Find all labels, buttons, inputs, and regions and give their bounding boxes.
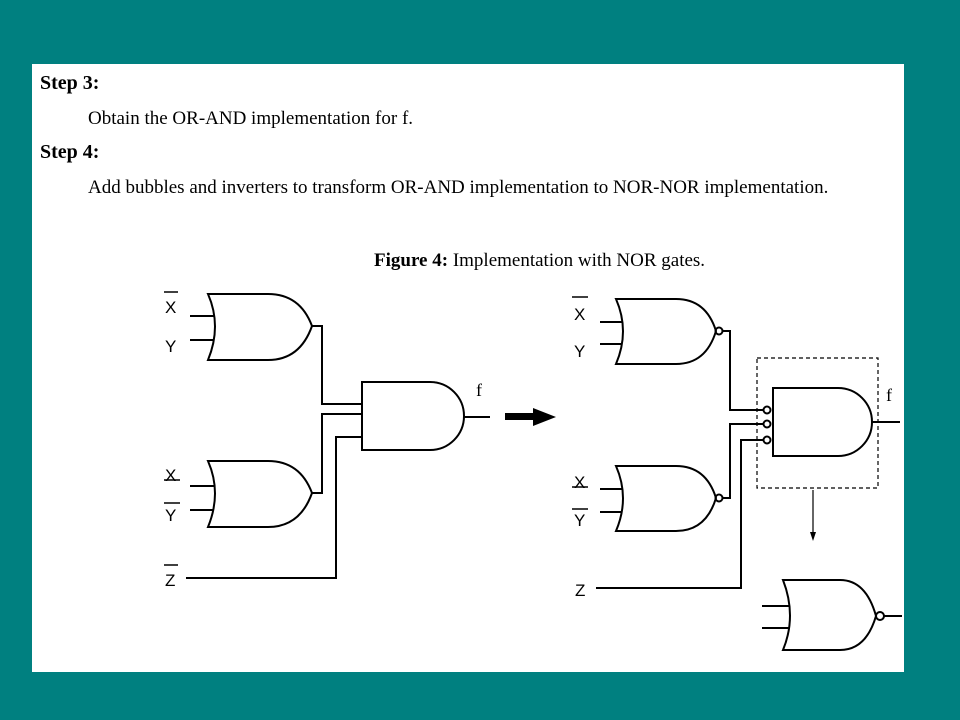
left-wire-z-and [186,436,362,579]
right-input-y2: Y [574,511,585,530]
left-or-gate-1 [206,293,314,361]
right-wire-nor1-and [723,330,763,411]
right-bubble-2 [714,493,724,503]
right-nor-gate-2 [614,465,718,532]
step3-text: Obtain the OR-AND implementation for f. [88,108,414,129]
left-input-y2: Y [165,506,176,525]
left-wire-or2-and [312,413,362,494]
left-input-y1: Y [165,337,176,356]
figure-label: Figure 4: [374,250,449,271]
step3-heading: Step 3: [40,72,100,94]
right-input-y1: Y [574,342,585,361]
right-circuit: X Y X Y Z f [572,296,902,651]
right-wire-nor2-and [723,423,763,499]
right-input-bubble-3 [762,435,772,445]
right-input-bubble-2 [762,419,772,429]
right-input-x2: X [574,473,585,492]
right-input-bubble-1 [762,405,772,415]
step4-text: Add bubbles and inverters to transform O… [88,177,829,198]
result-nor-gate [781,579,878,651]
left-wire-or1-and [312,325,362,405]
right-nor-gate-1 [614,298,718,365]
right-input-x1: X [574,305,585,324]
left-input-x1: X [165,298,176,317]
right-dashed-box [756,357,879,489]
left-circuit: X Y X Y Z f [164,291,490,590]
transform-arrow-icon [505,408,556,426]
left-or-gate-2 [206,460,314,528]
figure-caption: Figure 4: Implementation with NOR gates. [374,250,705,272]
left-input-z: Z [165,571,175,590]
left-output-f: f [476,380,482,400]
left-and-gate [361,381,465,451]
right-bubble-1 [714,326,724,336]
figure-caption-text: Implementation with NOR gates. [452,250,706,271]
step4-heading: Step 4: [40,141,100,163]
down-arrow-icon [810,532,816,541]
right-output-f: f [886,385,892,405]
right-wire-z-and [596,439,763,589]
result-nor-bubble [875,611,885,621]
slide-panel [32,64,904,672]
left-input-x2: X [165,466,176,485]
right-and-gate [772,387,873,457]
right-input-z: Z [575,581,585,600]
